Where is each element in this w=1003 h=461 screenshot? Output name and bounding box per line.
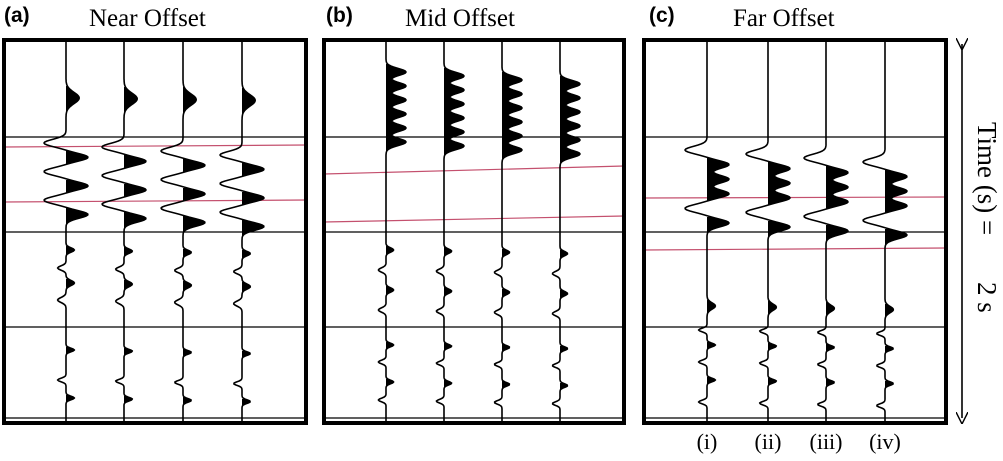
panel-letter-a: (a) [4, 4, 30, 27]
seismic-trace [377, 42, 407, 421]
panel-far-offset-traces [643, 42, 947, 421]
panel-far-offset: (c) Far Offset [642, 4, 948, 425]
seismic-trace [219, 42, 265, 421]
panel-letter-c: (c) [649, 4, 675, 27]
trace-fill [560, 76, 580, 390]
trace-fill [124, 87, 146, 403]
trace-fill [885, 170, 907, 388]
panel-far-offset-frame [642, 38, 948, 425]
seismic-trace [493, 42, 523, 421]
panel-title-far-offset: Far Offset [733, 5, 835, 32]
trace-fill [242, 88, 264, 406]
seismic-trace [160, 42, 206, 421]
panel-near-offset-traces [3, 42, 307, 421]
seismic-trace [435, 42, 465, 421]
seismic-trace [803, 42, 849, 421]
panel-near-offset-frame [2, 38, 308, 425]
horizon-line [323, 165, 625, 175]
trace-fill [444, 68, 464, 387]
panel-letter-b: (b) [326, 4, 353, 27]
seismic-trace [101, 42, 147, 421]
panel-title-near-offset: Near Offset [89, 5, 206, 32]
time-axis-value: 2 s [972, 282, 1002, 313]
seismic-trace [862, 42, 908, 421]
panel-mid-offset: (b) Mid Offset [322, 4, 626, 425]
horizon-line [643, 247, 947, 251]
seismic-trace [43, 42, 89, 421]
panel-mid-offset-traces [323, 42, 625, 421]
panel-mid-offset-frame [322, 38, 626, 425]
trace-fill [183, 87, 205, 404]
panel-title-mid-offset: Mid Offset [405, 5, 515, 32]
time-axis-label: Time (s) = [972, 122, 1002, 235]
trace-label-iii: (iii) [810, 429, 843, 454]
trace-label-iv: (iv) [869, 429, 901, 454]
horizon-line [323, 215, 625, 223]
trace-fill [502, 72, 522, 388]
trace-label-ii: (ii) [755, 429, 782, 454]
seismic-trace [551, 42, 581, 421]
panel-near-offset: (a) Near Offset [2, 4, 308, 425]
trace-fill [66, 86, 88, 402]
trace-label-i: (i) [697, 429, 718, 454]
horizon-line [643, 196, 947, 199]
seismic-trace [745, 42, 791, 421]
seismic-trace [684, 42, 730, 421]
